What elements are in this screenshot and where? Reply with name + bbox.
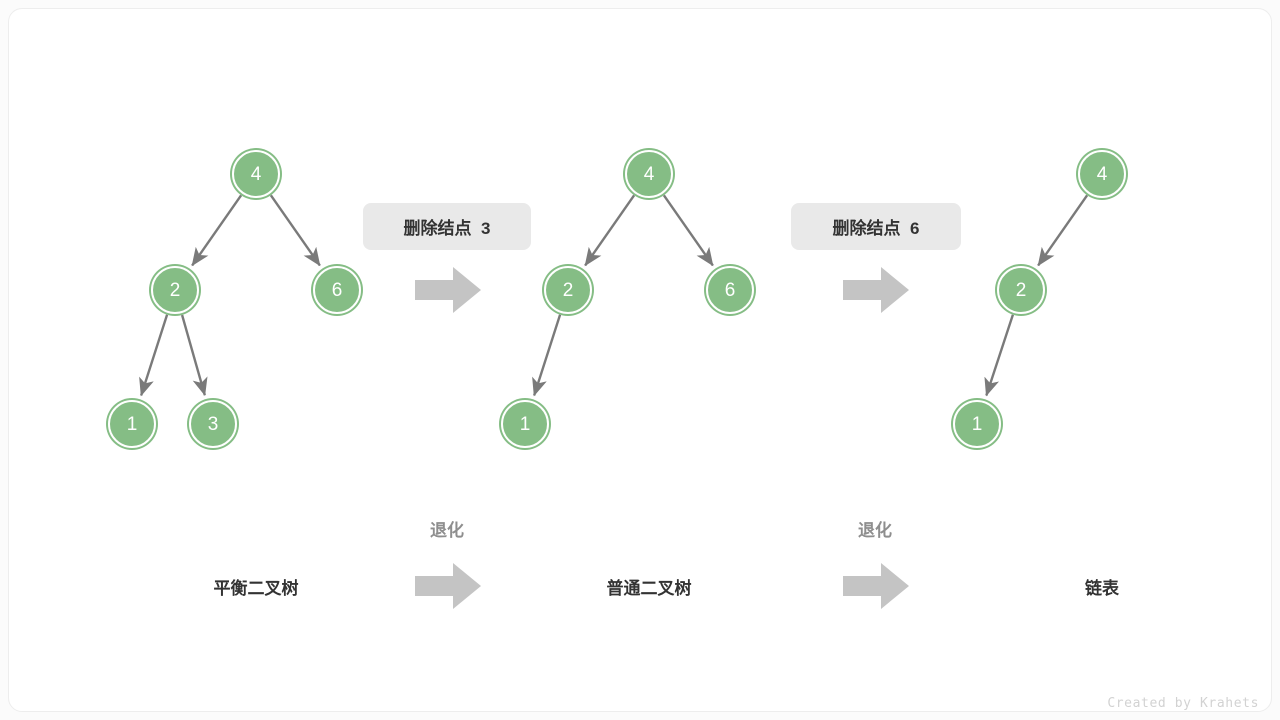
tree-edge-layer xyxy=(139,194,1089,397)
tree-node-1: 1 xyxy=(108,400,156,448)
tree-edge xyxy=(180,314,208,397)
tree-edge xyxy=(584,194,636,267)
tree-node-3: 3 xyxy=(189,400,237,448)
flow-arrow-top-2 xyxy=(843,265,909,315)
delete-node-3-label: 删除结点 3 xyxy=(363,203,531,250)
caption-balanced: 平衡二叉树 xyxy=(213,579,299,598)
tree-node-2: 2 xyxy=(997,266,1045,314)
tree-edge xyxy=(139,314,169,397)
tree-node-1: 1 xyxy=(953,400,1001,448)
credit-text: Created by Krahets xyxy=(1107,696,1259,711)
tree-node-6: 6 xyxy=(706,266,754,314)
tree-edges xyxy=(139,194,1089,397)
tree-node-4: 4 xyxy=(232,150,280,198)
tree-node-4: 4 xyxy=(1078,150,1126,198)
tree-edge xyxy=(984,314,1015,397)
tree-node-2: 2 xyxy=(151,266,199,314)
caption-ordinary: 普通二叉树 xyxy=(606,579,692,598)
flow-arrow-top-1 xyxy=(415,265,481,315)
tree-node-2: 2 xyxy=(544,266,592,314)
tree-node-6: 6 xyxy=(313,266,361,314)
tree-edge xyxy=(1037,194,1089,267)
tree-node-1: 1 xyxy=(501,400,549,448)
tree-edge xyxy=(532,314,562,397)
tree-edge xyxy=(191,194,243,267)
flow-arrow-bottom-1 xyxy=(415,561,481,611)
tree-edge xyxy=(662,194,714,267)
delete-node-6-label: 删除结点 6 xyxy=(791,203,961,250)
tree-node-4: 4 xyxy=(625,150,673,198)
caption-linkedlist: 链表 xyxy=(1085,579,1119,598)
tree-edge xyxy=(269,194,321,267)
degenerate-1-label: 退化 xyxy=(430,521,464,540)
flow-arrow-bottom-2 xyxy=(843,561,909,611)
degenerate-2-label: 退化 xyxy=(858,521,892,540)
